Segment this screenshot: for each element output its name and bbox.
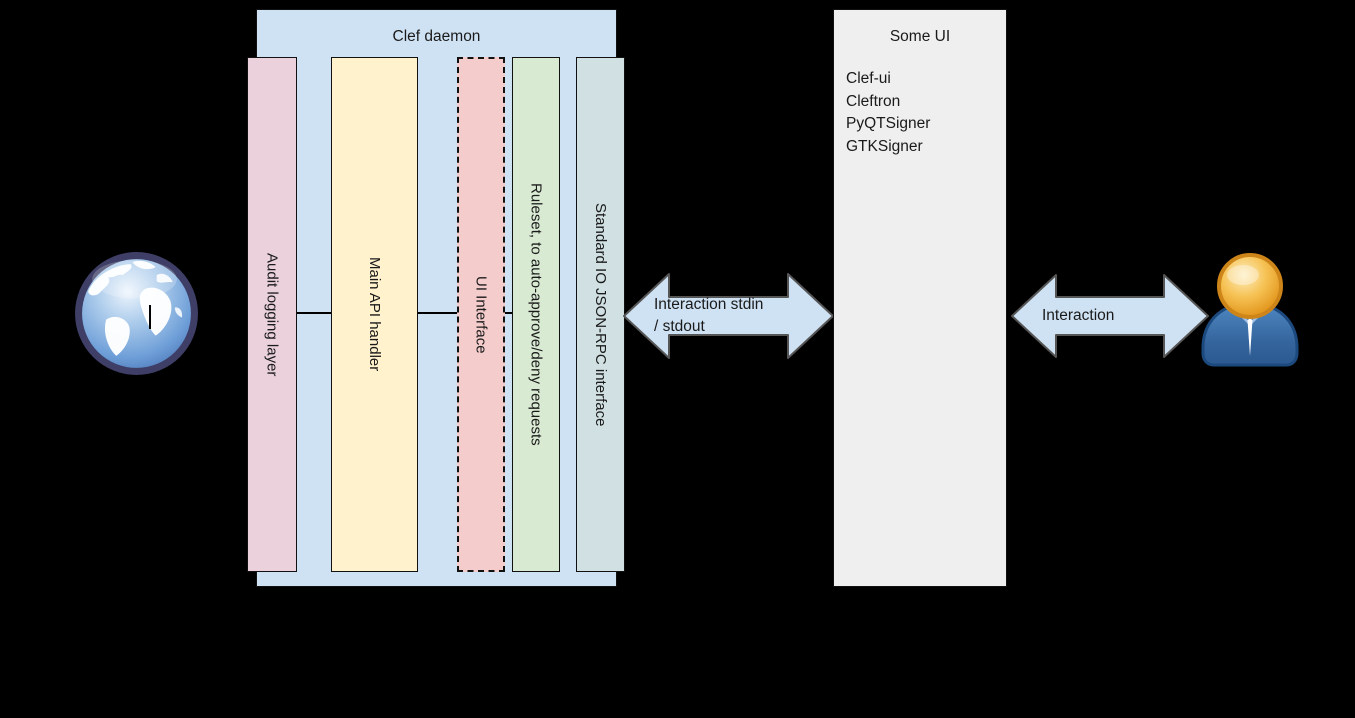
user-arrow-label: Interaction bbox=[1042, 271, 1114, 361]
person-icon bbox=[1201, 253, 1299, 367]
stdio-arrow-label-line1: Interaction stdin bbox=[654, 296, 764, 313]
some-ui-list-item: Cleftron bbox=[846, 92, 901, 110]
layer-main-api-handler-label: Main API handler bbox=[366, 257, 383, 372]
clef-daemon-box: Clef daemon bbox=[256, 9, 617, 587]
some-ui-list-item: Clef-ui bbox=[846, 70, 891, 87]
person-icon bbox=[1200, 252, 1300, 368]
layer-audit-logging-label: Audit logging layer bbox=[263, 252, 281, 377]
connector-line bbox=[297, 312, 331, 314]
layer-ruleset-label: Ruleset, to auto-approve/deny requests bbox=[527, 183, 545, 446]
layer-ui-interface: UI Interface bbox=[457, 57, 505, 572]
layer-main-api-handler: Main API handler bbox=[331, 57, 418, 572]
layer-audit-logging: Audit logging layer bbox=[247, 57, 297, 572]
some-ui-list: Clef-ui Cleftron PyQTSigner GTKSigner bbox=[846, 68, 930, 158]
layer-ui-interface-label: UI Interface bbox=[472, 275, 490, 354]
double-arrow-icon bbox=[1011, 274, 1209, 358]
globe-icon bbox=[74, 251, 199, 376]
globe-icon bbox=[75, 252, 198, 375]
user-interaction-arrow: Interaction bbox=[1010, 271, 1210, 361]
some-ui-title: Some UI bbox=[889, 28, 951, 45]
layer-stdio-jsonrpc-label: Standard IO JSON-RPC interface bbox=[592, 202, 609, 427]
globe-connector-tick bbox=[149, 305, 151, 329]
layer-stdio-jsonrpc: Standard IO JSON-RPC interface bbox=[576, 57, 625, 572]
stdio-interaction-arrow: Interaction stdin / stdout bbox=[622, 270, 835, 362]
some-ui-list-item: PyQTSigner bbox=[846, 115, 931, 132]
clef-daemon-title: Clef daemon bbox=[392, 28, 481, 45]
stdio-arrow-label-line2: / stdout bbox=[654, 318, 705, 335]
layer-ruleset: Ruleset, to auto-approve/deny requests bbox=[512, 57, 560, 572]
some-ui-list-item: GTKSigner bbox=[846, 137, 923, 155]
some-ui-box: Some UI Clef-ui Cleftron PyQTSigner GTKS… bbox=[833, 9, 1007, 587]
user-arrow-label-text: Interaction bbox=[1042, 307, 1115, 324]
stdio-arrow-label: Interaction stdin / stdout bbox=[654, 270, 763, 362]
